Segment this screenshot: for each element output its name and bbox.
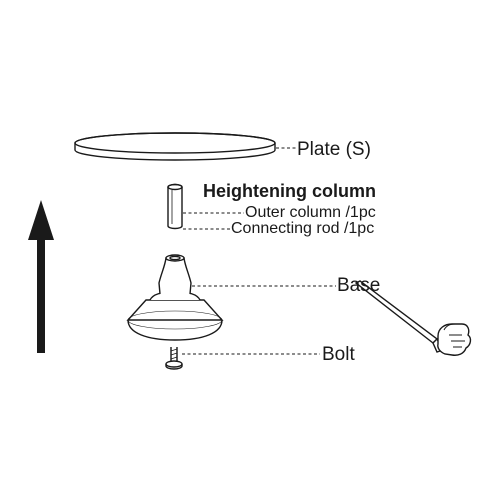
plate-label: Plate (S) [297,139,371,160]
heightening-column-part [167,183,183,230]
bolt-label: Bolt [322,344,355,365]
base-label: Base [337,275,381,296]
up-arrow-icon [28,200,54,353]
plate-part [74,132,276,161]
bolt-part [165,347,183,370]
outer-column-label: Outer column /1pc [245,204,376,221]
connecting-rod-label: Connecting rod /1pc [231,220,375,237]
base-part [126,254,224,341]
heightening-column-title: Heightening column [203,181,376,201]
hand-icon [437,323,472,356]
